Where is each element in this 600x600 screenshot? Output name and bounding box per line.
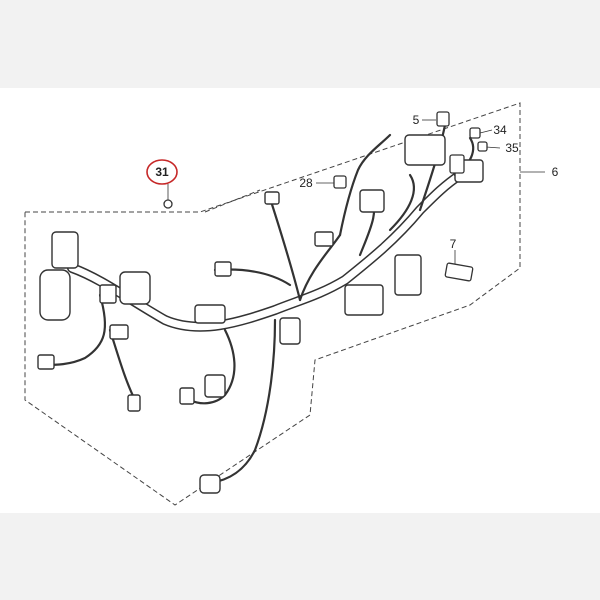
coupler-mid-left [179,387,195,405]
coupler-left-branch [99,284,117,304]
coupler-mid [204,374,226,398]
coupler-bottom [199,474,221,494]
junction-box [194,304,226,324]
harness-branches [43,123,475,485]
assembly-boundary [24,102,521,506]
callout-7[interactable]: 7 [450,237,457,251]
coupler-large [119,271,151,305]
part-callouts: 31 28 5 34 35 6 7 [155,113,558,251]
small-parts [163,111,488,282]
callout-28[interactable]: 28 [299,176,313,190]
clip-34 [469,127,481,139]
battery-unit [39,269,71,321]
highlight-ring [146,159,178,185]
coupler-branch [214,261,232,277]
callout-31[interactable]: 31 [155,165,169,179]
callout-6[interactable]: 6 [552,165,559,179]
coupler-lower-left [109,324,129,340]
callout-5[interactable]: 5 [413,113,420,127]
regulator-connector [359,189,385,213]
clip-28 [333,175,347,189]
relay-clip [279,317,301,345]
connector-near-6 [449,154,465,174]
fuse-box [394,254,422,296]
harness-connectors [37,134,484,494]
coupler-center [314,231,334,247]
bolt-31 [163,199,173,209]
callout-35[interactable]: 35 [505,141,519,155]
highlight-callout [146,159,178,185]
clip-35 [477,141,488,152]
callout-34[interactable]: 34 [493,123,507,137]
relay-7 [444,262,474,282]
leader-lines [167,119,545,266]
coupler-small-bottom [127,394,141,412]
main-connector-left [51,231,79,269]
upper-connector-block [404,134,446,166]
coupler-small-left [37,354,55,370]
coupler-top-left [264,191,280,205]
cap-5 [436,111,450,127]
ecu-block [344,284,384,316]
